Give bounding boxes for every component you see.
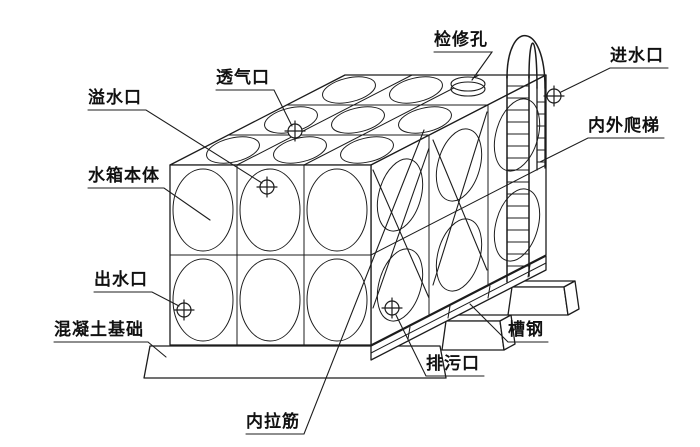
outlet-port-icon [173,299,195,321]
label-overflow: 溢水口 [88,88,142,107]
internal-tie-rods [372,111,488,309]
inner-ladder [536,87,546,171]
manhole [450,76,486,97]
leader-inlet [560,67,669,93]
label-ladder: 内外爬梯 [588,116,660,135]
leader-channel-steel [469,303,549,343]
label-inspection-hatch: 检修孔 [434,30,488,49]
outer-ladder [506,75,530,283]
leader-overflow [87,109,263,184]
foundation-pier-back [507,280,580,316]
overflow-port-icon [256,176,278,198]
label-tank-body: 水箱本体 [88,166,160,185]
leader-internal-tie [245,129,425,435]
label-inlet: 进水口 [610,46,664,65]
leader-tank-body [87,187,211,221]
inlet-port-icon [543,85,565,107]
label-channel-steel: 槽钢 [508,320,544,339]
label-outlet: 出水口 [94,270,148,289]
vent-port-icon [284,120,306,142]
label-internal-tie: 内拉筋 [246,412,300,431]
channel-steel-beam [370,255,547,361]
leader-ladder [539,137,665,163]
drain-port-icon [381,297,403,319]
foundation-pier-middle [441,314,516,351]
label-vent: 透气口 [216,68,270,87]
label-drain: 排污口 [426,354,480,373]
leader-vent [215,89,293,127]
ladder-hoop [506,34,546,89]
leader-outlet [93,291,180,307]
leader-foundation [53,341,167,358]
tank-front-face [169,164,372,346]
leader-drain [395,314,485,377]
leader-inspection [433,51,494,81]
tank-right-face [370,74,547,346]
foundation-slab [143,345,447,379]
label-foundation: 混凝土基础 [54,320,144,339]
